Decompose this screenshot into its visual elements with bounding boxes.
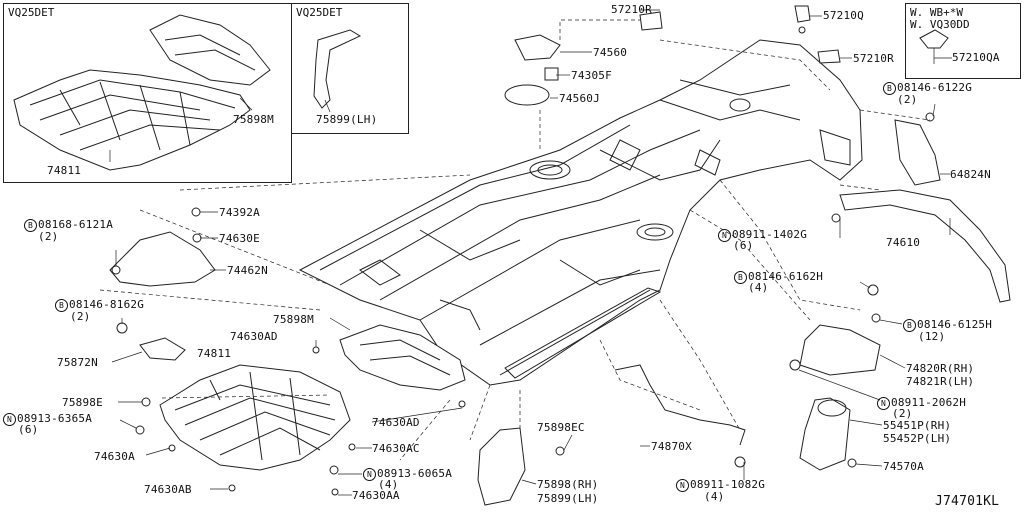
part-label[interactable]: 75899(LH) (537, 492, 599, 505)
part-label[interactable]: 74392A (219, 206, 260, 219)
inset-box-undercover: VQ25DET (3, 3, 292, 183)
part-label[interactable]: 75872N (57, 356, 98, 369)
inset-undercover-drawing (13, 14, 271, 171)
bolt-prefix-icon: B (24, 219, 37, 232)
quantity-label: (6) (733, 239, 754, 252)
part-label[interactable]: 75898E (62, 396, 103, 409)
nut-prefix-icon: N (718, 229, 731, 242)
part-label[interactable]: 74630E (219, 232, 260, 245)
part-label[interactable]: 74462N (227, 264, 268, 277)
bracket-74820r-drawing (799, 324, 881, 376)
part-label[interactable]: 75898M (273, 313, 314, 326)
part-label[interactable]: 74630AA (352, 489, 400, 502)
undercover-74811-drawing (139, 324, 466, 471)
part-label[interactable]: 74821R(LH) (906, 375, 975, 388)
inset-variant-line-1: W. WB+*W (910, 6, 963, 19)
part-label[interactable]: 74305F (571, 69, 612, 82)
part-label[interactable]: 75898EC (537, 421, 585, 434)
part-label[interactable]: 74630AD (372, 416, 420, 429)
quantity-label: (2) (897, 93, 918, 106)
nut-prefix-icon: N (363, 468, 376, 481)
bolt-prefix-icon: B (55, 299, 68, 312)
nut-prefix-icon: N (877, 397, 890, 410)
bracket-55451p-drawing (799, 397, 851, 471)
part-label[interactable]: 57210R (853, 52, 894, 65)
part-label[interactable]: 74820R(RH) (906, 362, 975, 375)
part-label[interactable]: 57210R (611, 3, 652, 16)
diagram-code: J74701KL (935, 494, 1000, 509)
part-label[interactable]: 64824N (950, 168, 991, 181)
part-label[interactable]: 74870X (651, 440, 692, 453)
rail-74610-drawing (839, 189, 1011, 303)
quantity-label: (4) (378, 478, 399, 491)
part-label[interactable]: 55452P(LH) (883, 432, 952, 445)
quantity-label: (6) (18, 423, 39, 436)
part-label[interactable]: 55451P(RH) (883, 419, 952, 432)
inset-title: VQ25DET (8, 6, 55, 19)
quantity-label: (4) (704, 490, 725, 503)
top-parts-drawing (504, 5, 841, 106)
nut-prefix-icon: N (676, 479, 689, 492)
quantity-label: (2) (38, 230, 59, 243)
part-label[interactable]: 74610 (886, 236, 921, 249)
quantity-label: (2) (70, 310, 91, 323)
part-label[interactable]: 75898M (233, 113, 274, 126)
fasteners-drawing (111, 26, 935, 496)
inset-box-bracket: VQ25DET (291, 3, 409, 134)
bolt-prefix-icon: B (734, 271, 747, 284)
part-label[interactable]: 74630AD (230, 330, 278, 343)
inset-title: VQ25DET (296, 6, 343, 19)
part-label[interactable]: 74811 (197, 347, 232, 360)
nut-prefix-icon: N (3, 413, 16, 426)
bolt-prefix-icon: B (903, 319, 916, 332)
part-label[interactable]: 57210Q (823, 9, 864, 22)
harness-74870x-drawing (614, 364, 746, 446)
inset-box-clip: W. WB+*W W. VQ30DD (905, 3, 1021, 79)
part-label[interactable]: 74630AC (372, 442, 420, 455)
quantity-label: (2) (892, 407, 913, 420)
part-label[interactable]: 74570A (883, 460, 924, 473)
part-label[interactable]: 74560 (593, 46, 628, 59)
part-label[interactable]: 74630A (94, 450, 135, 463)
bolt-prefix-icon: B (883, 82, 896, 95)
part-label[interactable]: 75898(RH) (537, 478, 599, 491)
bracket-64824n-drawing (894, 119, 941, 186)
part-label[interactable]: 57210QA (952, 51, 1000, 64)
bracket-75898-drawing (477, 427, 526, 506)
floor-panel-drawing (298, 39, 863, 386)
leader-lines (109, 9, 952, 496)
part-label[interactable]: 74630AB (144, 483, 192, 496)
quantity-label: (12) (918, 330, 946, 343)
inset-variant-line-2: W. VQ30DD (910, 18, 970, 31)
dashed-guide-lines (99, 19, 931, 461)
part-label[interactable]: 75899(LH) (316, 113, 378, 126)
inset-bracket-75899-drawing (313, 29, 362, 109)
inset-clip-57210qa-drawing (919, 29, 949, 64)
part-label[interactable]: 74560J (559, 92, 600, 105)
quantity-label: (4) (748, 281, 769, 294)
part-label[interactable]: 74811 (47, 164, 82, 177)
